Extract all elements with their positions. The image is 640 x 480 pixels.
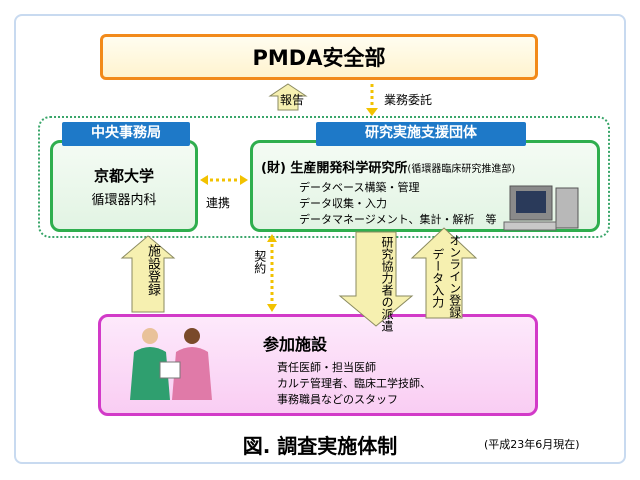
online-registration-label: オンライン登録 [447,234,462,318]
support-org-title-note: (循環器臨床研究推進部) [407,164,516,175]
central-office-title: 京都大学 [93,167,154,185]
facility-staff-line: カルテ管理者、臨床工学技師、 [277,377,431,390]
central-office-header: 中央事務局 [62,122,190,146]
data-entry-label: データ入力 [430,248,445,308]
medical-staff-icon [130,328,212,400]
support-org-title: (財) 生産開発科学研究所 [261,161,408,176]
contract-arrowhead-up [267,234,277,242]
report-arrow [268,83,308,111]
figure-caption: 図. 調査実施体制 [242,434,398,458]
support-org-line: データマネージメント、集計・解析 等 [299,213,497,226]
outsourcing-label: 業務委託 [384,93,433,107]
central-office-subtitle: 循環器内科 [91,193,157,208]
researcher-dispatch-label: 研究協力者の派遣 [380,236,394,332]
contract-label: 契約 [252,250,267,274]
support-org-header: 研究実施支援団体 [316,122,526,146]
support-org-title-row: (財) 生産開発科学研究所(循環器臨床研究推進部) [261,157,515,176]
cooperation-arrowhead-left [200,175,208,185]
facility-staff-line: 責任医師・担当医師 [277,361,376,374]
outsourcing-arrowhead [366,108,378,116]
support-org-line: データベース構築・管理 [299,181,420,194]
participating-facilities-title: 参加施設 [263,335,328,354]
report-label: 報告 [280,93,305,107]
facility-registration-arrow [120,235,176,313]
pmda-safety-box: PMDA安全部 [100,34,538,80]
online-registration-arrow [410,227,478,319]
date-note: (平成23年6月現在) [484,438,580,451]
contract-arrowhead-down [267,304,277,312]
research-group-dotted-outline [38,116,610,238]
cooperation-label: 連携 [206,196,231,210]
central-office-box: 京都大学 循環器内科 [50,140,198,232]
pmda-title: PMDA安全部 [252,46,386,70]
facility-staff-line: 事務職員などのスタッフ [277,393,398,406]
researcher-dispatch-arrow [338,231,414,327]
computer-icon [503,185,579,231]
support-org-line: データ収集・入力 [299,197,387,210]
facility-registration-label: 施設登録 [144,244,160,296]
cooperation-arrowhead-right [240,175,248,185]
